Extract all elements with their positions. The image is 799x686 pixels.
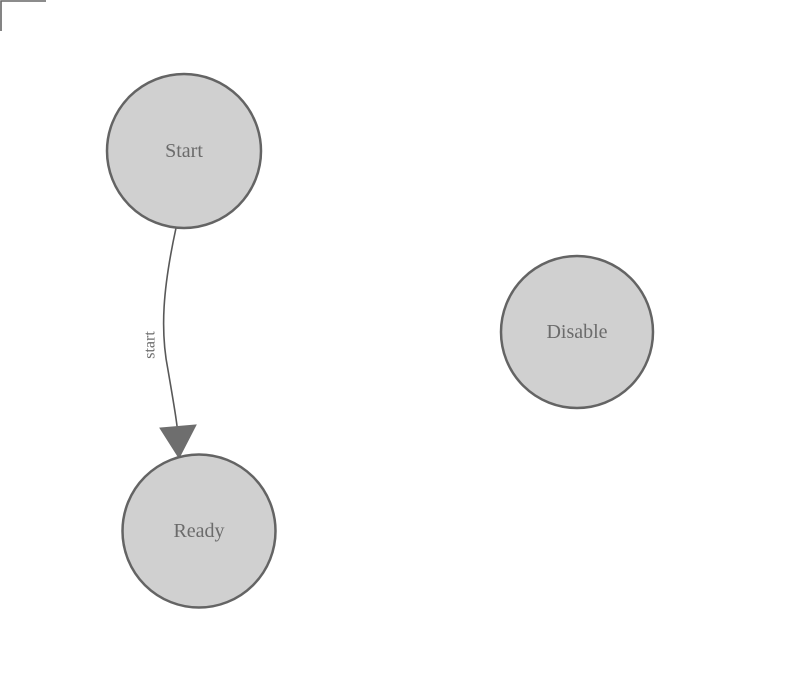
state-node-disable[interactable]: Disable bbox=[499, 254, 655, 410]
state-node-circle bbox=[105, 72, 263, 230]
canvas-corner-bracket-icon bbox=[0, 0, 46, 31]
transition-start-to-ready[interactable]: start bbox=[142, 227, 197, 460]
state-node-circle bbox=[499, 254, 655, 410]
arrowhead-icon bbox=[159, 424, 197, 460]
state-node-start[interactable]: Start bbox=[105, 72, 263, 230]
state-node-ready[interactable]: Ready bbox=[121, 453, 277, 609]
transition-label-start: start bbox=[142, 331, 159, 359]
state-node-circle bbox=[121, 453, 277, 609]
transition-edge-path bbox=[162, 227, 180, 443]
